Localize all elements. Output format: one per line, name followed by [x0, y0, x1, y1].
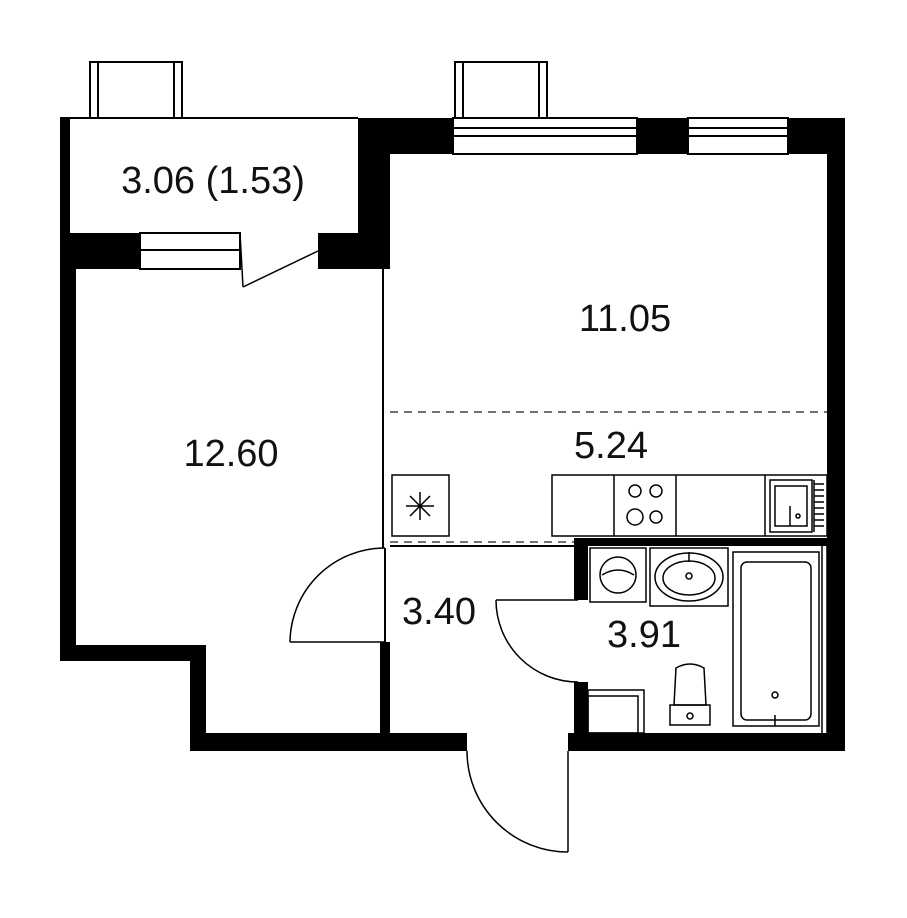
kitchen-area-label: 5.24	[574, 425, 648, 467]
bathtub-icon	[732, 551, 820, 727]
hallway-area-label: 3.40	[402, 591, 476, 633]
wall-bedroom-bottom	[60, 645, 206, 661]
balcony-area-label: 3.06 (1.53)	[121, 160, 305, 202]
door-balcony-leaf	[242, 250, 319, 288]
partitions	[60, 117, 827, 733]
sink-icon	[769, 479, 824, 533]
bath-wall-top	[574, 538, 827, 546]
kitchen-fixtures	[391, 474, 828, 537]
bathroom-fixtures	[587, 546, 828, 734]
washbasin-icon	[654, 552, 724, 602]
wall-bedroom-step	[190, 645, 206, 751]
wall-bedroom-left	[60, 247, 76, 661]
walls	[60, 118, 845, 751]
zone-dividers	[390, 411, 827, 543]
wall-top-pier	[637, 118, 688, 154]
door-bathroom-swing	[495, 599, 579, 683]
wall-balcony-left	[60, 118, 70, 268]
window-balcony	[89, 61, 183, 119]
bedroom-area-label: 12.60	[183, 433, 278, 475]
washbasin-box	[649, 547, 729, 607]
window-living-1	[454, 61, 548, 119]
wall-top-right-corner	[788, 118, 845, 154]
windows	[89, 61, 789, 270]
doors	[239, 232, 579, 853]
door-bedroom-swing	[289, 547, 386, 643]
vent-icon	[406, 492, 434, 520]
hall-wall-left	[380, 548, 390, 738]
stove-icon	[626, 484, 663, 526]
bathroom-area-label: 3.91	[607, 614, 681, 656]
wall-right	[827, 118, 845, 751]
window-balcony-inner	[97, 61, 175, 119]
toilet-icon	[669, 663, 711, 726]
wall-bottom-right	[568, 733, 845, 751]
washing-machine-box	[589, 547, 647, 603]
wall-balcony-bottom-left	[60, 233, 140, 269]
kitchen-vent-box	[391, 474, 450, 537]
living-area-label: 11.05	[579, 298, 671, 340]
washing-machine-icon	[599, 556, 637, 594]
bath-wall-left-lower	[574, 682, 588, 751]
kitchen-counter	[551, 474, 828, 537]
cabinet-box-inner	[587, 695, 639, 734]
wall-balcony-bottom-right	[318, 233, 390, 269]
bath-wall-left	[574, 542, 588, 600]
door-entrance-swing	[466, 750, 569, 853]
wall-bottom-left	[190, 733, 467, 751]
